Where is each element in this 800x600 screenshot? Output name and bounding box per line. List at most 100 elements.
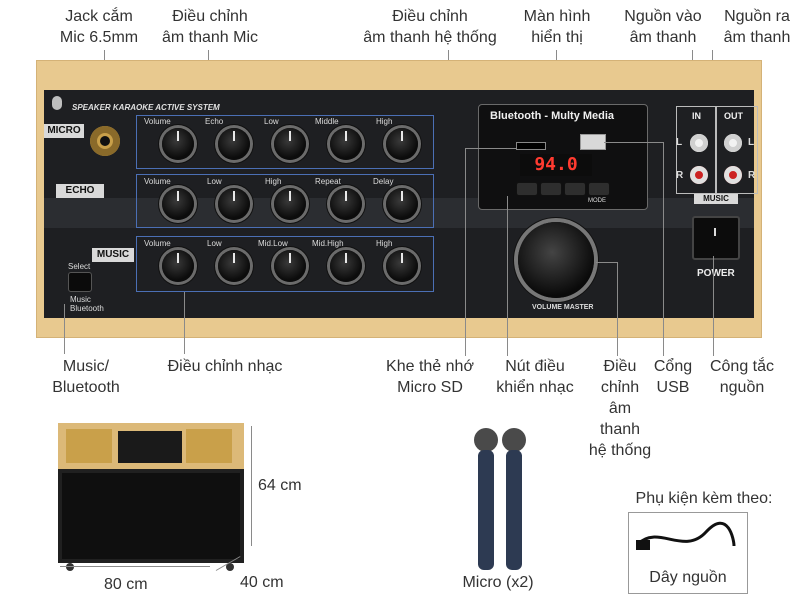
- echo-knob-label: Low: [207, 177, 222, 186]
- music-midhigh-knob[interactable]: [330, 250, 362, 282]
- micro-knob-label: High: [376, 117, 393, 126]
- sd-slot[interactable]: [516, 142, 546, 150]
- speaker-cabinet: [58, 423, 244, 571]
- mic1-head: [474, 428, 498, 452]
- rca-out-r-label: R: [748, 170, 756, 181]
- echo-repeat-knob[interactable]: [330, 188, 362, 220]
- music-mode-button[interactable]: [588, 182, 610, 196]
- music-midlow-knob[interactable]: [274, 250, 306, 282]
- rca-out-label: OUT: [724, 111, 743, 121]
- music-volume-knob[interactable]: [162, 250, 194, 282]
- echo-knob-group: [136, 174, 434, 228]
- usb-port[interactable]: [580, 134, 606, 150]
- leader-sd-slot: [465, 148, 466, 356]
- dim-line-width: [60, 566, 210, 567]
- music-next-button[interactable]: [564, 182, 586, 196]
- mic2-body: [506, 450, 522, 570]
- label-system-bottom: Điều chỉnh âm thanh hệ thống: [588, 358, 652, 459]
- mic-jack[interactable]: [90, 126, 120, 156]
- echo-knob-label: Delay: [373, 177, 394, 186]
- select-label: Select: [68, 262, 91, 271]
- music-knob-label: Low: [207, 239, 222, 248]
- micro-knob-label: Low: [264, 117, 279, 126]
- mic-logo-icon: [52, 96, 62, 110]
- micro-middle-knob[interactable]: [330, 128, 362, 160]
- micro-high-knob[interactable]: [386, 128, 418, 160]
- echo-delay-knob[interactable]: [386, 188, 418, 220]
- cabinet-horn-right: [186, 429, 232, 463]
- volume-master-label: VOLUME MASTER: [532, 304, 594, 311]
- volume-master-knob[interactable]: [518, 222, 594, 298]
- rca-out-left[interactable]: [724, 134, 742, 152]
- select-option-bluetooth: Bluetooth: [70, 304, 104, 313]
- rca-in-group: [676, 106, 716, 194]
- micro-low-knob[interactable]: [274, 128, 306, 160]
- leader-system-bottom: [617, 262, 618, 356]
- dim-line-height: [251, 426, 252, 546]
- music-knob-label: Mid.High: [312, 239, 344, 248]
- music-prev-button[interactable]: [516, 182, 538, 196]
- select-option-music: Music: [70, 295, 91, 304]
- rca-in-r-label: R: [676, 170, 684, 181]
- select-button[interactable]: [68, 272, 92, 292]
- wireless-microphones: [474, 428, 526, 570]
- micro-echo-knob[interactable]: [218, 128, 250, 160]
- mic-jack-hole: [100, 136, 110, 146]
- rca-out-group: [716, 106, 758, 194]
- music-knob-label: Volume: [144, 239, 171, 248]
- micro-knob-label: Middle: [315, 117, 339, 126]
- cabinet-grill: [62, 473, 240, 559]
- accessory-title: Phụ kiện kèm theo:: [635, 490, 773, 507]
- bt-title: Bluetooth - Multy Media: [490, 110, 615, 122]
- cabinet-wheel-left: [66, 563, 74, 571]
- music-low-knob[interactable]: [218, 250, 250, 282]
- music-play-button[interactable]: [540, 182, 562, 196]
- micro-volume-knob[interactable]: [162, 128, 194, 160]
- cabinet-horn-left: [66, 429, 112, 463]
- echo-high-knob[interactable]: [274, 188, 306, 220]
- leader-usb: [663, 142, 664, 356]
- mode-label: MODE: [588, 198, 606, 204]
- leader-system-bottom-h: [596, 262, 618, 263]
- leader-sd-slot-h: [465, 148, 517, 149]
- rca-in-l-label: L: [676, 137, 683, 148]
- music-knob-label: High: [376, 239, 393, 248]
- rca-in-right[interactable]: [690, 166, 708, 184]
- power-symbol-icon: [714, 228, 716, 236]
- cabinet-wheel-right: [226, 563, 234, 571]
- leader-music-bt: [64, 304, 65, 354]
- echo-volume-knob[interactable]: [162, 188, 194, 220]
- rca-out-right[interactable]: [724, 166, 742, 184]
- dim-depth: 40 cm: [240, 574, 284, 591]
- music-knob-label: Mid.Low: [258, 239, 288, 248]
- micro-knob-label: Volume: [144, 117, 171, 126]
- mic1-body: [478, 450, 494, 570]
- power-switch[interactable]: [692, 216, 740, 260]
- label-music-adjust: Điều chỉnh nhạc: [167, 358, 283, 375]
- tag-echo: ECHO: [56, 184, 104, 198]
- tag-music: MUSIC: [92, 248, 134, 262]
- panel-header-text: SPEAKER KARAOKE ACTIVE SYSTEM: [72, 103, 220, 112]
- rca-in-label: IN: [692, 111, 701, 121]
- rca-in-left[interactable]: [690, 134, 708, 152]
- rca-out-l-label: L: [748, 137, 755, 148]
- micro-knob-label: Echo: [205, 117, 224, 126]
- micro-knob-group: [136, 115, 434, 169]
- echo-low-knob[interactable]: [218, 188, 250, 220]
- leader-music-control: [507, 196, 508, 356]
- accessory-item: Dây nguồn: [649, 569, 727, 586]
- mic2-head: [502, 428, 526, 452]
- power-label: POWER: [697, 268, 735, 279]
- leader-usb-h: [604, 142, 664, 143]
- music-high-knob[interactable]: [386, 250, 418, 282]
